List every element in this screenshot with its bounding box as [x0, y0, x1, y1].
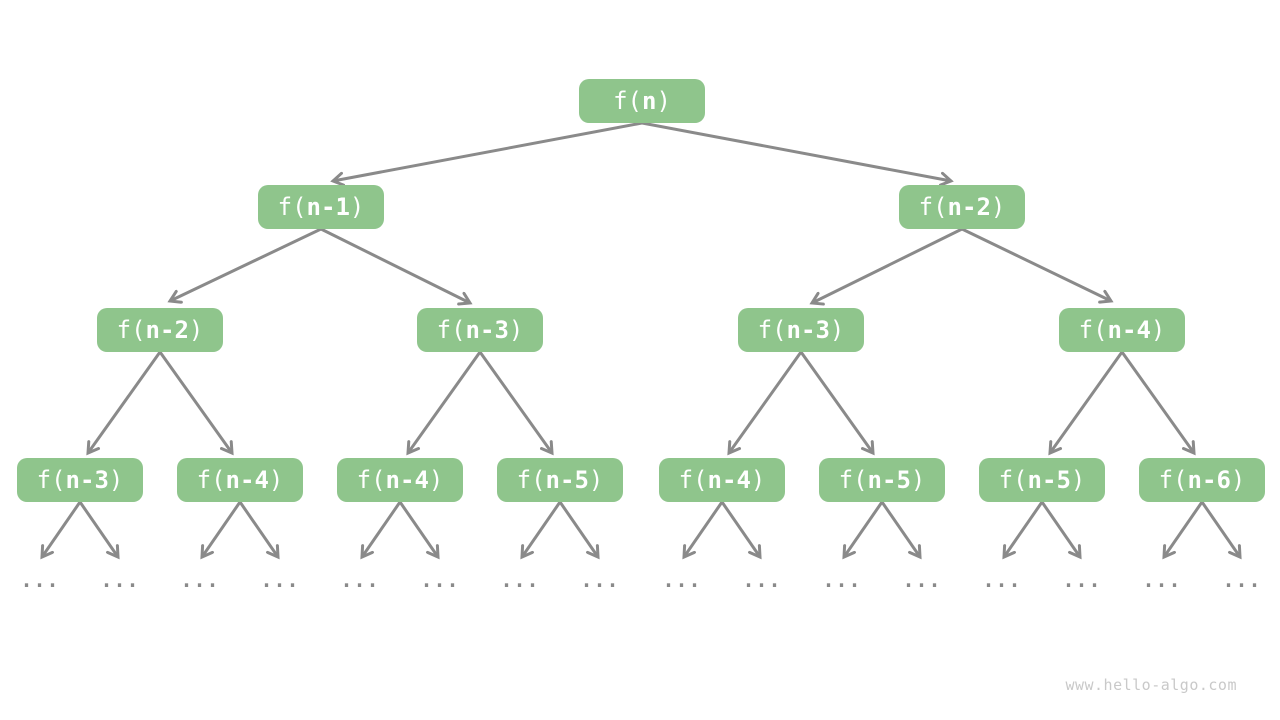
node-l2-1: f(n-2) [899, 185, 1025, 229]
node-l2-0: f(n-1) [258, 185, 384, 229]
node-label-prefix: f( [36, 466, 66, 494]
ellipsis-leaf: ... [902, 568, 942, 592]
node-l3-1: f(n-3) [417, 308, 543, 352]
node-l4-3: f(n-5) [497, 458, 623, 502]
node-l3-2: f(n-3) [738, 308, 864, 352]
node-label-suffix: ) [508, 316, 524, 344]
node-l3-0: f(n-2) [97, 308, 223, 352]
node-label-suffix: ) [349, 193, 365, 221]
node-label-prefix: f( [356, 466, 386, 494]
ellipsis-leaf: ... [742, 568, 782, 592]
ellipsis-leaf: ... [420, 568, 460, 592]
node-label-suffix: ) [829, 316, 845, 344]
ellipsis-leaf: ... [260, 568, 300, 592]
node-root: f(n) [579, 79, 705, 123]
node-label-prefix: f( [1078, 316, 1108, 344]
node-label-arg: n-4 [1107, 316, 1151, 344]
node-label-arg: n-3 [465, 316, 509, 344]
node-label-arg: n-6 [1187, 466, 1231, 494]
node-label-arg: n-2 [145, 316, 189, 344]
node-label-arg: n-3 [786, 316, 830, 344]
node-label-suffix: ) [108, 466, 124, 494]
node-label-arg: n-5 [1027, 466, 1071, 494]
ellipsis-leaf: ... [662, 568, 702, 592]
node-label-prefix: f( [757, 316, 787, 344]
node-label-suffix: ) [428, 466, 444, 494]
node-label-arg: n-3 [65, 466, 109, 494]
node-label-arg: n-5 [545, 466, 589, 494]
node-label-suffix: ) [188, 316, 204, 344]
node-label-prefix: f( [116, 316, 146, 344]
ellipsis-leaf: ... [340, 568, 380, 592]
ellipsis-leaf: ... [982, 568, 1022, 592]
node-label-prefix: f( [1158, 466, 1188, 494]
node-label-prefix: f( [838, 466, 868, 494]
node-label-prefix: f( [918, 193, 948, 221]
node-label-suffix: ) [268, 466, 284, 494]
node-l4-4: f(n-4) [659, 458, 785, 502]
watermark: www.hello-algo.com [1065, 676, 1237, 694]
node-label-arg: n-5 [867, 466, 911, 494]
node-label-suffix: ) [910, 466, 926, 494]
node-l4-0: f(n-3) [17, 458, 143, 502]
node-l4-1: f(n-4) [177, 458, 303, 502]
ellipsis-leaf: ... [1062, 568, 1102, 592]
node-label-prefix: f( [613, 87, 642, 115]
node-label-arg: n-4 [225, 466, 269, 494]
node-label-arg: n-2 [947, 193, 991, 221]
node-label-prefix: f( [516, 466, 546, 494]
node-label-arg: n [642, 87, 657, 115]
node-label-prefix: f( [196, 466, 226, 494]
node-l4-7: f(n-6) [1139, 458, 1265, 502]
node-l4-2: f(n-4) [337, 458, 463, 502]
node-l4-5: f(n-5) [819, 458, 945, 502]
node-label-arg: n-4 [385, 466, 429, 494]
node-label-suffix: ) [750, 466, 766, 494]
node-label-prefix: f( [678, 466, 708, 494]
ellipsis-leaf: ... [822, 568, 862, 592]
node-label-suffix: ) [656, 87, 671, 115]
node-l4-6: f(n-5) [979, 458, 1105, 502]
ellipsis-leaf: ... [500, 568, 540, 592]
ellipsis-leaf: ... [1142, 568, 1182, 592]
node-l3-3: f(n-4) [1059, 308, 1185, 352]
node-label-prefix: f( [998, 466, 1028, 494]
ellipsis-leaf: ... [580, 568, 620, 592]
node-label-arg: n-1 [306, 193, 350, 221]
ellipsis-leaf: ... [1222, 568, 1262, 592]
node-label-arg: n-4 [707, 466, 751, 494]
node-label-prefix: f( [436, 316, 466, 344]
ellipsis-leaf: ... [20, 568, 60, 592]
ellipsis-leaf: ... [100, 568, 140, 592]
node-label-prefix: f( [277, 193, 307, 221]
node-label-suffix: ) [1150, 316, 1166, 344]
node-label-suffix: ) [1070, 466, 1086, 494]
node-label-suffix: ) [990, 193, 1006, 221]
node-label-suffix: ) [1230, 466, 1246, 494]
node-label-suffix: ) [588, 466, 604, 494]
ellipsis-leaf: ... [180, 568, 220, 592]
